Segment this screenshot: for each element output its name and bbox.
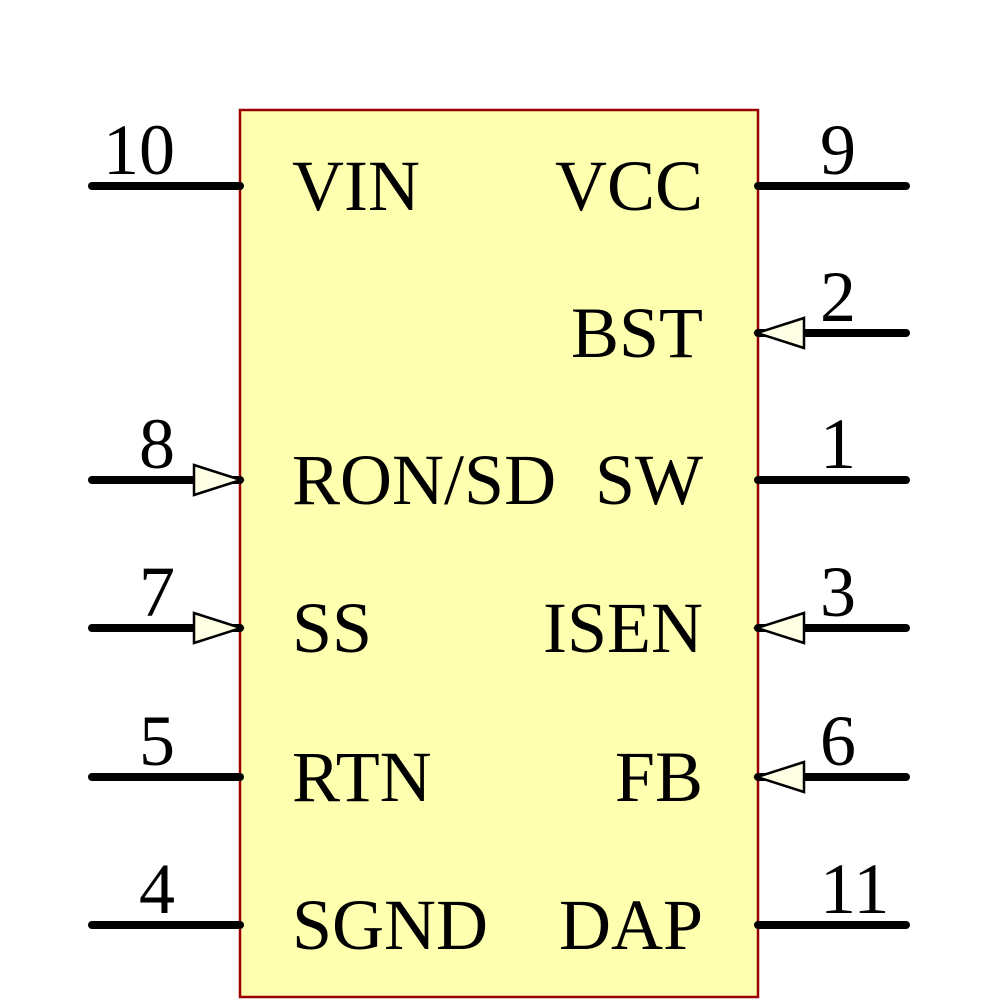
pin-8-number: 8 — [139, 404, 175, 484]
pin-8-arrow-icon — [192, 463, 246, 497]
pin-10-number: 10 — [103, 110, 175, 190]
pin-3: 3 ISEN — [543, 552, 910, 668]
pin-7-number: 7 — [139, 552, 175, 632]
pin-9-number: 9 — [820, 110, 856, 190]
pin-2-label: BST — [571, 293, 703, 373]
pin-11-number: 11 — [820, 849, 889, 929]
pin-2-number: 2 — [820, 257, 856, 337]
pin-2: 2 BST — [571, 257, 910, 373]
pin-5-number: 5 — [139, 701, 175, 781]
pin-8: 8 RON/SD — [88, 404, 556, 520]
pin-10-label: VIN — [292, 146, 420, 226]
pin-6: 6 FB — [615, 701, 910, 817]
pin-6-arrow-icon — [752, 760, 806, 794]
pin-7-arrow-icon — [192, 611, 246, 645]
pin-10: 10 VIN — [88, 110, 420, 226]
pin-1: 1 SW — [595, 404, 910, 520]
component-body[interactable] — [238, 108, 760, 999]
pin-1-label: SW — [595, 440, 703, 520]
pin-3-number: 3 — [820, 552, 856, 632]
pin-7: 7 SS — [88, 552, 372, 668]
pin-4-number: 4 — [139, 849, 175, 929]
pin-4: 4 SGND — [88, 849, 488, 965]
pin-2-arrow-icon — [752, 316, 806, 350]
pin-9: 9 VCC — [555, 110, 910, 226]
pin-9-label: VCC — [555, 146, 703, 226]
pin-7-label: SS — [292, 588, 372, 668]
pin-8-label: RON/SD — [292, 440, 556, 520]
pin-6-label: FB — [615, 737, 703, 817]
pin-11: 11 DAP — [559, 849, 910, 965]
pin-3-arrow-icon — [752, 611, 806, 645]
pin-4-label: SGND — [292, 885, 488, 965]
pin-1-number: 1 — [820, 404, 856, 484]
pin-11-label: DAP — [559, 885, 703, 965]
pin-5: 5 RTN — [88, 701, 432, 817]
pin-6-number: 6 — [820, 701, 856, 781]
pin-3-label: ISEN — [543, 588, 703, 668]
pin-5-label: RTN — [292, 737, 432, 817]
